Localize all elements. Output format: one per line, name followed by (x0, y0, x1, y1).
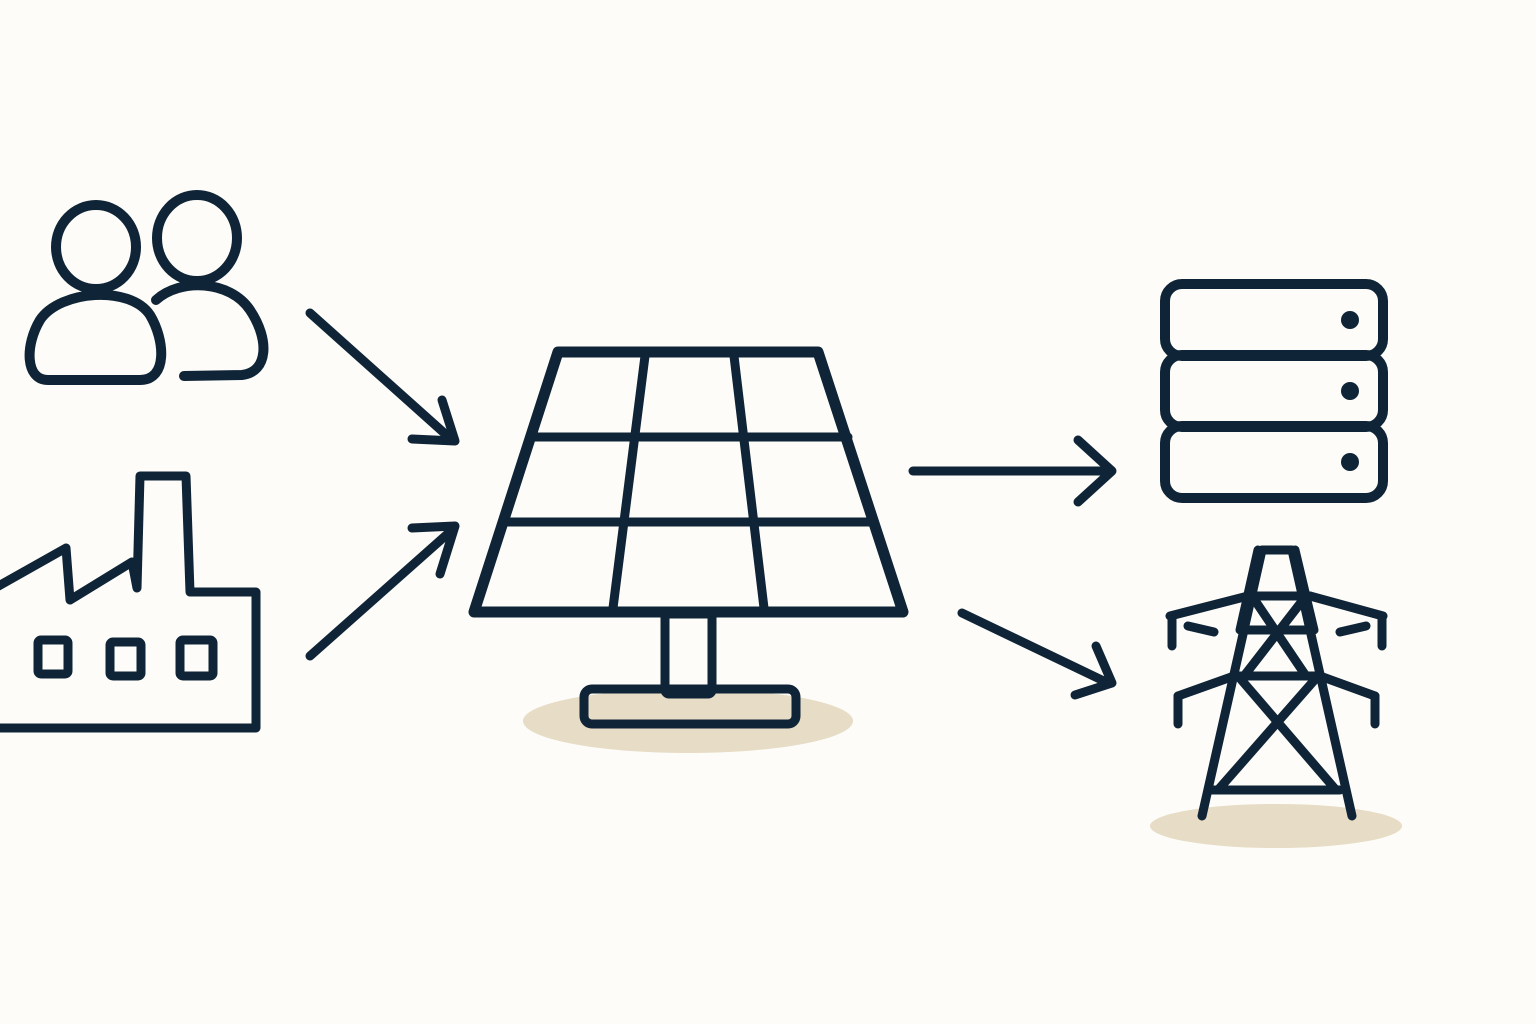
server-storage-led-2 (1341, 382, 1359, 400)
factory-icon-window-2 (105, 637, 146, 681)
server-storage-icon (1160, 279, 1388, 503)
arrow-solar-to-storage (908, 435, 1117, 507)
flow-arrows (305, 308, 1117, 700)
arrow-people-to-solar (305, 308, 460, 446)
arrow-solar-to-grid (957, 608, 1117, 700)
power-tower-bracing (1207, 591, 1345, 795)
solar-panel-icon (468, 346, 909, 753)
solar-panel-base (579, 684, 801, 729)
server-storage-unit-3 (1160, 421, 1388, 503)
people-icon-front-body (24, 290, 167, 385)
factory-icon (0, 471, 261, 733)
factory-icon-building (0, 471, 261, 733)
people-icon-back-body (151, 280, 269, 381)
factory-icon-window-1 (33, 635, 73, 679)
power-tower-lower-arm (1173, 671, 1380, 701)
server-storage-led-1 (1341, 311, 1359, 329)
arrow-factory-to-solar (305, 521, 460, 661)
people-icon-front-head (51, 200, 141, 294)
solar-panel-cell-grid (499, 351, 877, 613)
power-tower-icon (1150, 545, 1402, 848)
power-tower-shadow (1150, 804, 1402, 848)
people-icon (24, 190, 269, 385)
factory-icon-window-3 (175, 635, 218, 681)
server-storage-led-3 (1341, 453, 1359, 471)
